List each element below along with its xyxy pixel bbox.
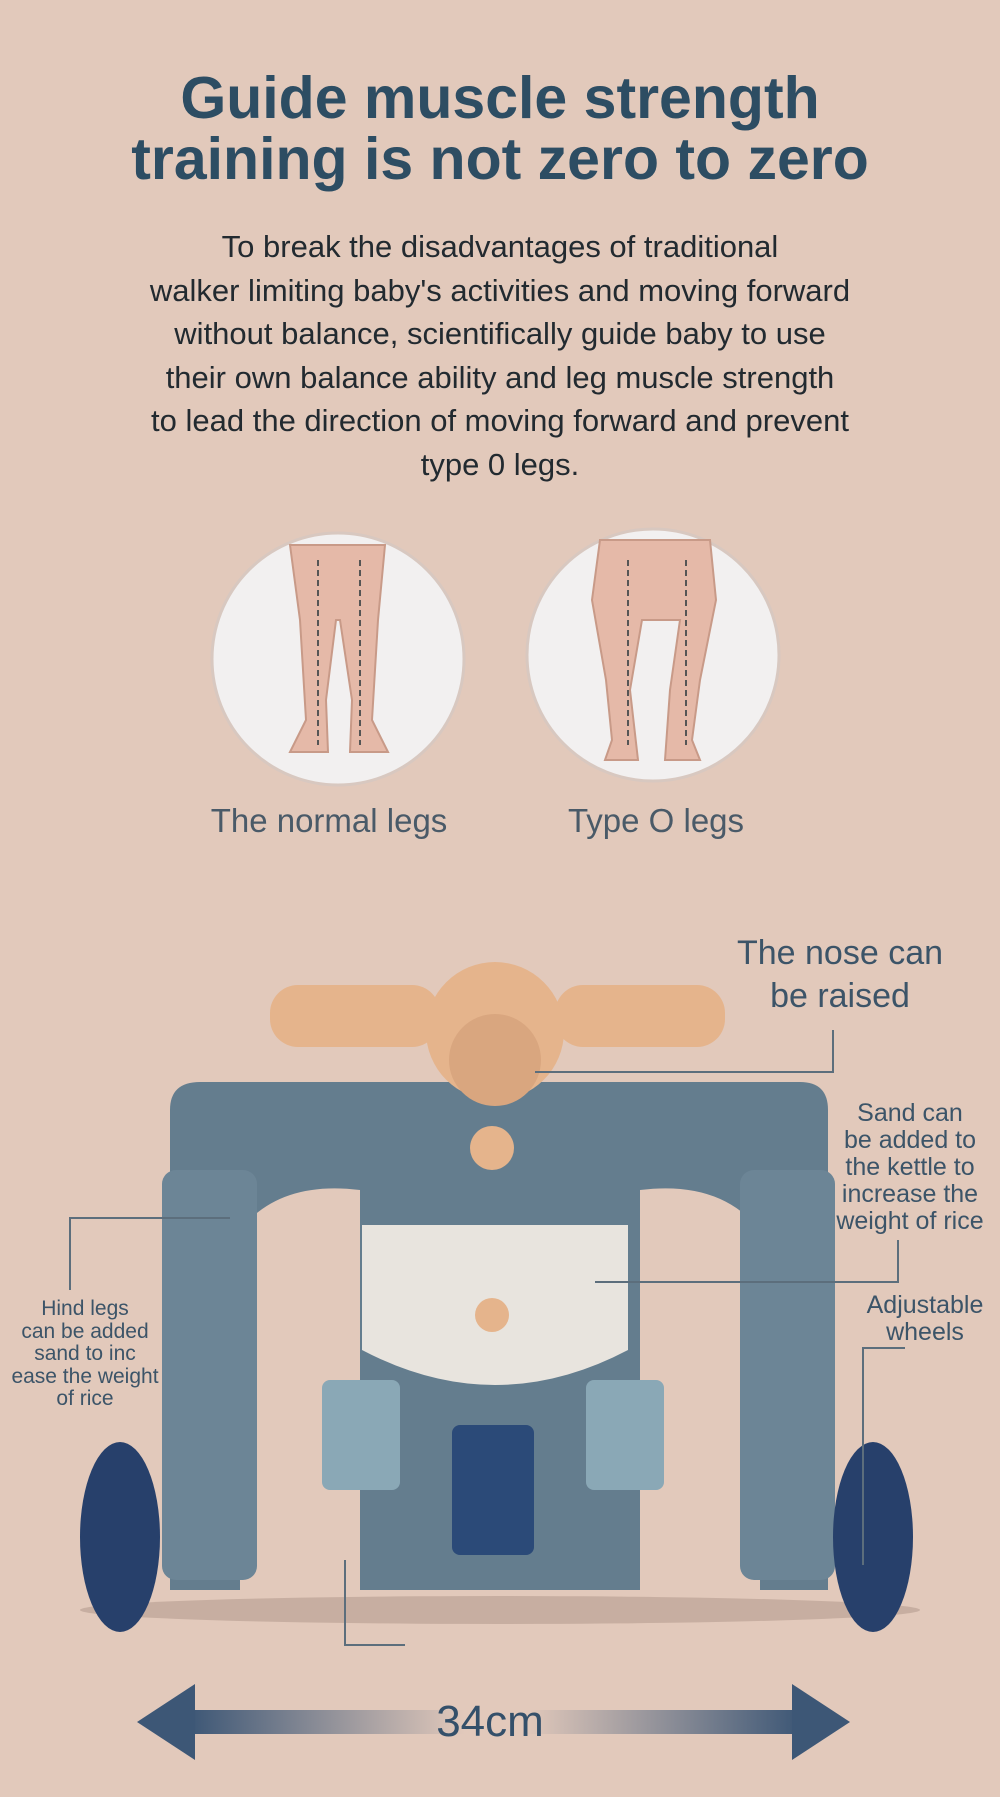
title-line: training is not zero to zero (131, 126, 869, 192)
o-legs-caption: Type O legs (567, 802, 745, 839)
width-label: 34cm (436, 1697, 544, 1746)
annotation-line: the kettle to (845, 1153, 975, 1181)
description-line: to lead the direction of moving forward … (151, 403, 849, 438)
wheels-annotation: Adjustable wheels (850, 1292, 1000, 1346)
annotation-line: sand to inc (34, 1342, 136, 1365)
nose-annotation: The nose can be raised (715, 932, 965, 1018)
normal-legs-illustration (210, 531, 466, 787)
width-dimension-arrow (137, 1684, 850, 1760)
description-line: walker limiting baby's activities and mo… (149, 272, 851, 308)
annotation-line: of rice (56, 1387, 114, 1410)
description: To break the disadvantages of traditiona… (40, 225, 960, 486)
description-line: To break the disadvantages of traditiona… (221, 229, 779, 264)
annotation-line: can be added (21, 1319, 149, 1343)
title-line: Guide muscle strength (180, 65, 820, 131)
annotation-line: Hind legs (41, 1297, 129, 1320)
annotation-line: be added to (843, 1126, 977, 1154)
annotation-lines (69, 1030, 905, 1646)
annotation-line: The nose can (736, 934, 944, 972)
annotation-line: weight of rice (836, 1207, 984, 1235)
normal-legs-caption: The normal legs (210, 802, 448, 839)
annotation-line: be raised (770, 977, 910, 1015)
hind-legs-annotation: Hind legs can be added sand to inc ease … (0, 1297, 170, 1411)
description-line: their own balance ability and leg muscle… (165, 359, 835, 395)
description-line: without balance, scientifically guide ba… (174, 316, 826, 351)
page-title: Guide muscle strength training is not ze… (0, 68, 1000, 190)
walker-illustration (80, 962, 920, 1632)
annotation-line: increase the (841, 1180, 979, 1208)
annotation-line: Sand can (857, 1099, 963, 1127)
annotation-line: ease the weight (11, 1364, 159, 1388)
annotation-line: wheels (886, 1318, 964, 1346)
annotation-line: Adjustable (866, 1291, 984, 1319)
o-legs-illustration (525, 527, 781, 783)
kettle-annotation: Sand can be added to the kettle to incre… (820, 1100, 1000, 1235)
description-line: type 0 legs. (420, 446, 580, 482)
